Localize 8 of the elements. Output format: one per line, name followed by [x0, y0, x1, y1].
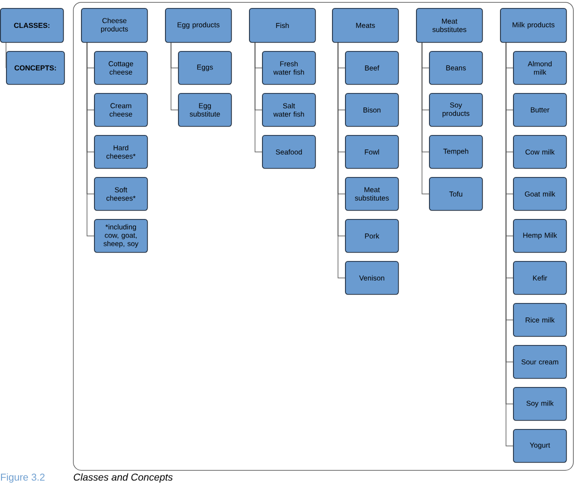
connector-line: [86, 42, 94, 236]
connector-line: [254, 42, 262, 152]
connector-line: [338, 42, 346, 278]
empty-box: [73, 2, 574, 471]
caption: Classes and Concepts: [74, 473, 173, 483]
connector-line: [422, 42, 430, 194]
connector-line: [170, 42, 178, 110]
figure-number: Figure 3.2: [1, 473, 45, 483]
